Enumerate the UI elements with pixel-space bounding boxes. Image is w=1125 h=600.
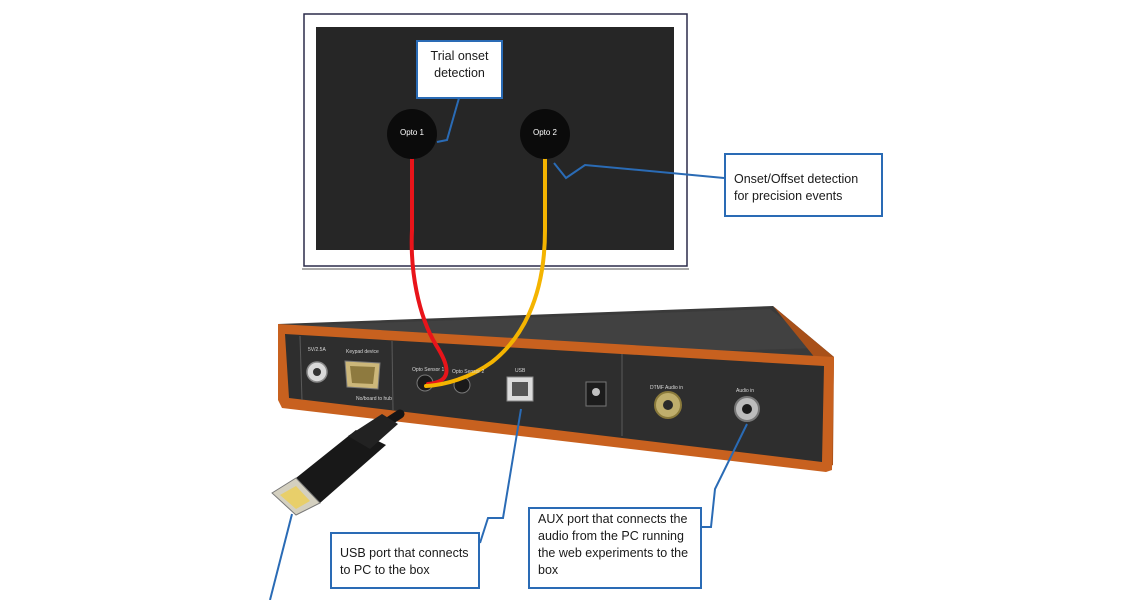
panel-divider-2 [391,340,394,411]
callout-trial-onset: Trial onset detection [416,40,503,99]
callout-onset-offset: Onset/Offset detection for precision eve… [724,153,883,217]
panel-label-power: 5V/2.5A [308,347,326,353]
leader-trial-onset [436,97,460,143]
panel-label-opto-sensor-1: Opto Sensor 1 [412,367,445,373]
opto-2-cable [424,156,547,388]
aux-socket-square-hole [592,388,600,396]
usb-plug-tip-insert [280,486,310,509]
usb-plug-strain-relief [348,414,398,449]
opto-1-sensor [387,109,437,159]
panel-label-usb: USB [515,368,526,374]
leader-usb-plug [269,513,293,600]
audio-in-jack-center [742,404,752,414]
opto-2-sensor [520,109,570,159]
usb-plug-body [296,430,386,503]
opto-2-label: Opto 2 [532,128,557,137]
callout-aux-port: AUX port that connects the audio from th… [528,507,702,589]
keypad-connector-inner [350,366,375,384]
panel-label-keypad: Keypad device [346,349,379,355]
panel-divider-1 [299,335,303,401]
leader-aux-port [701,423,748,528]
usb-port [506,376,534,402]
panel-label-dtmf: DTMF Audio in [650,385,684,391]
leader-usb-port [479,408,522,544]
opto-1-label: Opto 1 [399,128,424,137]
callout-usb-port: USB port that connects to PC to the box [330,532,480,589]
usb-port-inner [512,382,528,396]
opto-1-cable [409,156,449,386]
device-right-side [773,306,834,470]
panel-label-audio-in: Audio in [736,388,755,394]
panel-label-opto-sensor-2: Opto Sensor 2 [452,369,485,375]
power-jack-hole [313,368,321,376]
leader-onset-offset [553,162,725,180]
device-front-panel [285,334,824,462]
panel-label-keypad-sub: No/board to hub [356,396,392,402]
dtmf-audio-jack-center [663,400,673,410]
